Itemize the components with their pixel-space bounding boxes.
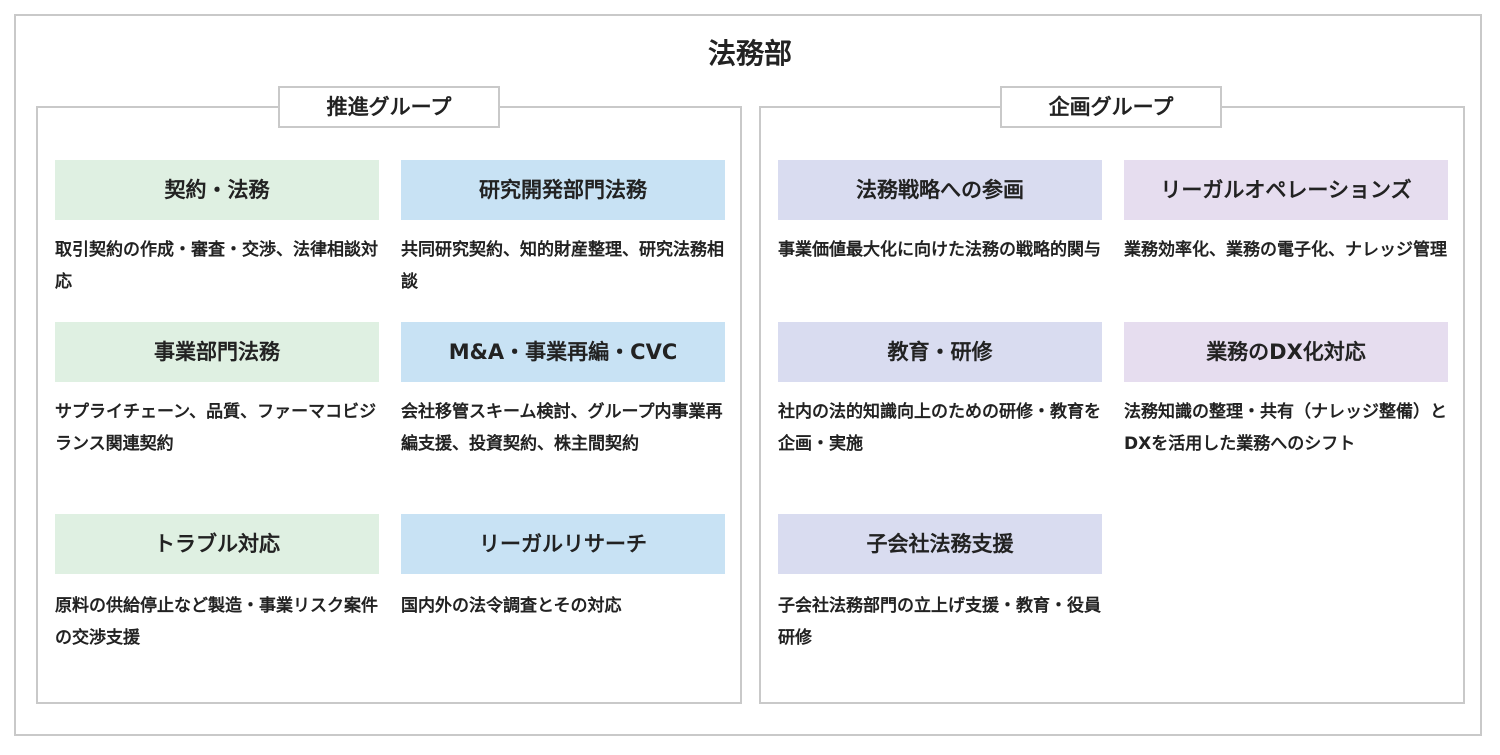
card-title-ma-cvc: M&A・事業再編・CVC [401, 322, 725, 382]
card-desc-dx: 法務知識の整理・共有（ナレッジ整備）とDXを活用した業務へのシフト [1124, 402, 1447, 454]
card-desc-education-training: 社内の法的知識向上のための研修・教育を企画・実施 [778, 402, 1101, 454]
card-title-contract-legal: 契約・法務 [55, 160, 379, 220]
card-desc-ma-cvc: 会社移管スキーム検討、グループ内事業再編支援、投資契約、株主間契約 [401, 402, 723, 454]
card-desc-business-legal: サプライチェーン、品質、ファーマコビジランス関連契約 [55, 402, 377, 454]
card-title-rd-legal: 研究開発部門法務 [401, 160, 725, 220]
card-title-legal-research: リーガルリサーチ [401, 514, 725, 574]
card-desc-legal-operations: 業務効率化、業務の電子化、ナレッジ管理 [1124, 240, 1447, 260]
group-label-promotion: 推進グループ [278, 86, 500, 128]
card-desc-legal-strategy: 事業価値最大化に向けた法務の戦略的関与 [778, 240, 1101, 260]
card-desc-subsidiary-support: 子会社法務部門の立上げ支援・教育・役員研修 [778, 596, 1101, 648]
card-title-business-legal: 事業部門法務 [55, 322, 379, 382]
card-title-dx: 業務のDX化対応 [1124, 322, 1448, 382]
card-title-education-training: 教育・研修 [778, 322, 1102, 382]
card-desc-rd-legal: 共同研究契約、知的財産整理、研究法務相談 [401, 240, 724, 292]
card-title-legal-strategy: 法務戦略への参画 [778, 160, 1102, 220]
department-frame [14, 14, 1482, 736]
card-desc-trouble: 原料の供給停止など製造・事業リスク案件の交渉支援 [55, 596, 378, 648]
card-title-legal-operations: リーガルオペレーションズ [1124, 160, 1448, 220]
card-title-subsidiary-support: 子会社法務支援 [778, 514, 1102, 574]
card-title-trouble: トラブル対応 [55, 514, 379, 574]
group-label-planning: 企画グループ [1000, 86, 1222, 128]
department-title: 法務部 [707, 37, 792, 70]
card-desc-legal-research: 国内外の法令調査とその対応 [401, 596, 622, 616]
card-desc-contract-legal: 取引契約の作成・審査・交渉、法律相談対応 [55, 240, 378, 292]
